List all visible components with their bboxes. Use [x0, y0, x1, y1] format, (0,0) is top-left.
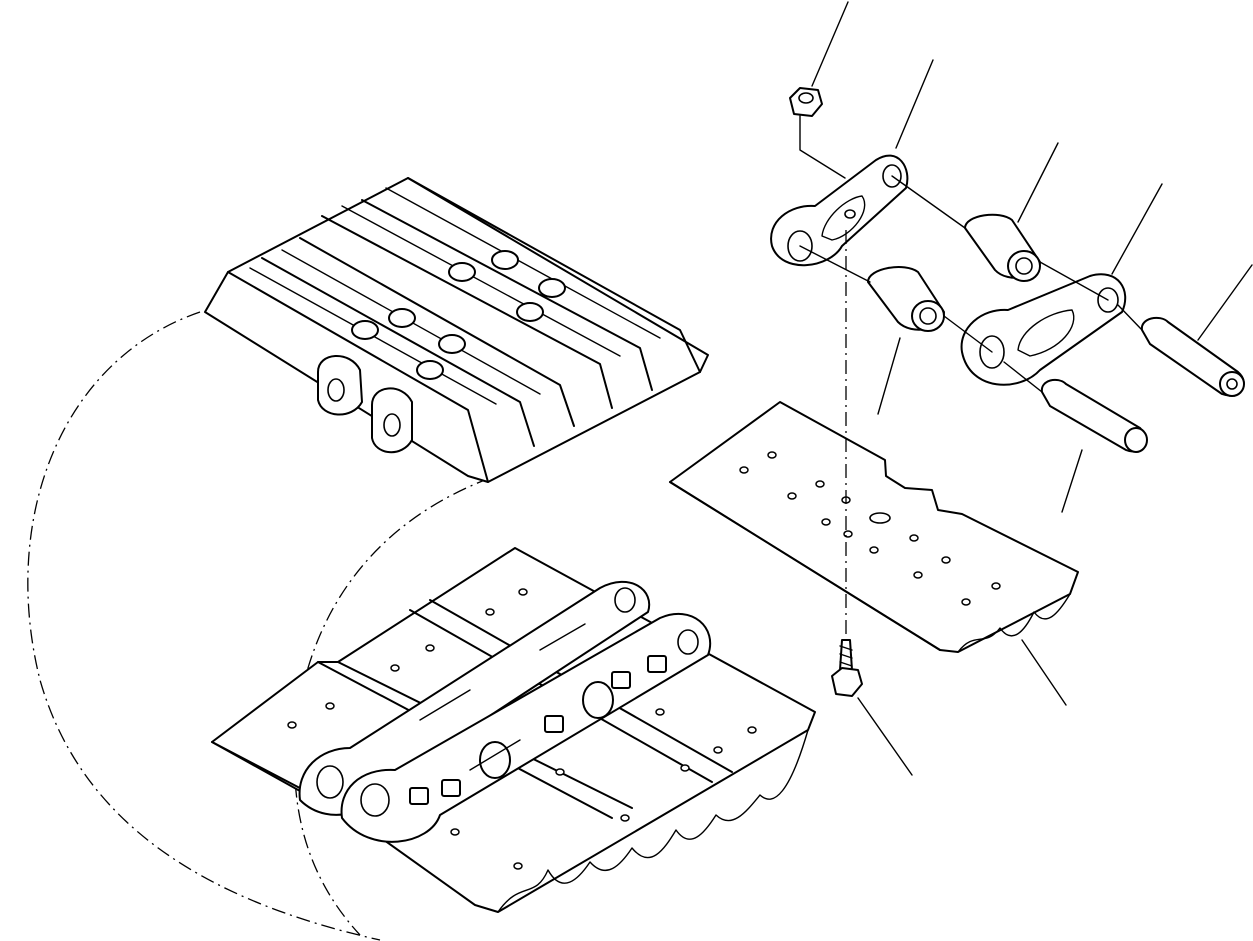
- lower-track-segment: [211, 547, 816, 913]
- shoe-bolt: [831, 639, 863, 697]
- nut: [789, 87, 846, 179]
- pin-short: [1040, 378, 1148, 453]
- lower-track-links: [298, 580, 711, 843]
- upper-link-lugs: [317, 355, 413, 454]
- upper-track-segment: [204, 177, 709, 483]
- pin-long: [1140, 316, 1245, 397]
- master-link-right: [960, 273, 1127, 386]
- lower-shoe-holes: [287, 588, 757, 870]
- shoe-bolt-heads: [351, 250, 566, 380]
- bushing-lower: [867, 266, 945, 332]
- link-nuts: [409, 655, 667, 805]
- track-shoe: [669, 401, 1079, 653]
- callout-leaders: [811, 1, 1253, 776]
- bushing-upper: [964, 213, 1041, 282]
- master-link-left: [770, 154, 909, 267]
- assembly-lines: [799, 175, 1143, 640]
- track-shoe-holes: [739, 451, 1001, 606]
